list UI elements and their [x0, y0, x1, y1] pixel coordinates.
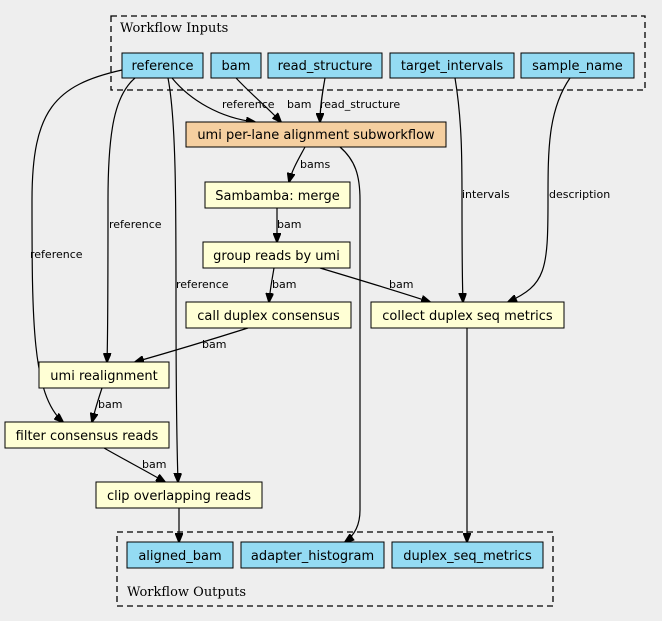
edge-group-to-call	[269, 267, 275, 302]
input-label-sample-name: sample_name	[532, 59, 623, 74]
edge-call-to-realignment	[135, 327, 249, 362]
edge-label-merge-to-group: bam	[277, 218, 301, 231]
output-node-duplex-seq-metrics[interactable]: duplex_seq_metrics	[391, 541, 544, 569]
edge-label-bam-to-subworkflow: bam	[287, 98, 311, 111]
edge-reference-to-realignment	[107, 77, 136, 362]
step-node-collect-metrics[interactable]: collect duplex seq metrics	[370, 301, 565, 329]
step-label-collect-metrics: collect duplex seq metrics	[382, 309, 553, 324]
edge-label-reference-to-clip: reference	[176, 278, 229, 291]
workflow-inputs-label: Workflow Inputs	[120, 21, 228, 36]
edge-label-description: description	[549, 188, 610, 201]
step-node-call-duplex[interactable]: call duplex consensus	[185, 301, 352, 329]
edge-read-structure-to-subworkflow	[320, 77, 326, 122]
workflow-outputs-label: Workflow Outputs	[127, 585, 246, 600]
step-node-clip-overlapping[interactable]: clip overlapping reads	[95, 481, 263, 509]
input-node-reference[interactable]: reference	[121, 52, 204, 79]
edge-label-reference-to-realignment: reference	[109, 218, 162, 231]
step-label-clip-overlapping: clip overlapping reads	[107, 489, 251, 504]
step-label-sambamba-merge: Sambamba: merge	[215, 189, 340, 204]
input-node-bam[interactable]: bam	[210, 52, 262, 79]
step-node-umi-subworkflow[interactable]: umi per-lane alignment subworkflow	[185, 121, 447, 148]
edge-label-filter-to-clip: bam	[142, 458, 166, 471]
step-label-call-duplex: call duplex consensus	[197, 309, 340, 324]
step-label-umi-realignment: umi realignment	[50, 369, 157, 384]
output-label-adapter-histogram: adapter_histogram	[251, 549, 374, 564]
output-node-aligned-bam[interactable]: aligned_bam	[126, 541, 234, 569]
edge-group-to-metrics	[319, 267, 430, 302]
edge-reference-to-clip	[167, 77, 178, 482]
edge-reference-to-subworkflow	[171, 77, 255, 122]
edge-sample-name-to-metrics	[508, 77, 571, 302]
input-node-sample-name[interactable]: sample_name	[520, 52, 635, 79]
output-label-aligned-bam: aligned_bam	[138, 549, 221, 564]
edge-label-subworkflow-to-merge: bams	[300, 158, 330, 171]
workflow-inputs-cluster	[110, 15, 646, 91]
input-node-read-structure[interactable]: read_structure	[267, 52, 383, 79]
edge-label-intervals: intervals	[462, 188, 510, 201]
input-label-read-structure: read_structure	[278, 59, 373, 74]
edge-label-reference-to-filter: reference	[30, 248, 83, 261]
edge-subworkflow-to-merge	[289, 146, 306, 182]
edge-label-realignment-to-filter: bam	[98, 398, 122, 411]
edge-intervals-to-metrics	[454, 77, 463, 302]
edge-label-group-to-metrics: bam	[389, 278, 413, 291]
edge-label-reference-to-subworkflow: reference	[222, 98, 275, 111]
edge-subworkflow-to-adapter-histogram	[339, 146, 361, 542]
step-label-filter-consensus: filter consensus reads	[16, 429, 159, 444]
edge-labels: reference bam read_structure bams bam in…	[30, 98, 610, 471]
input-label-reference: reference	[131, 59, 193, 74]
step-label-group-reads: group reads by umi	[213, 249, 340, 264]
step-node-umi-realignment[interactable]: umi realignment	[38, 361, 170, 389]
edge-realignment-to-filter	[92, 387, 103, 422]
input-label-target-intervals: target_intervals	[401, 59, 504, 74]
input-node-target-intervals[interactable]: target_intervals	[389, 52, 515, 79]
step-node-filter-consensus[interactable]: filter consensus reads	[4, 421, 170, 449]
output-label-duplex-seq-metrics: duplex_seq_metrics	[403, 549, 532, 564]
step-label-umi-subworkflow: umi per-lane alignment subworkflow	[197, 128, 435, 143]
step-node-sambamba-merge[interactable]: Sambamba: merge	[204, 181, 351, 209]
edge-filter-to-clip	[103, 447, 165, 482]
edge-label-group-to-call: bam	[272, 278, 296, 291]
step-node-group-reads[interactable]: group reads by umi	[202, 241, 351, 269]
edge-label-call-to-realignment: bam	[202, 338, 226, 351]
workflow-outputs-cluster	[116, 531, 554, 607]
input-label-bam: bam	[222, 59, 251, 74]
edge-label-read-structure-to-subworkflow: read_structure	[320, 98, 400, 111]
edge-bam-to-subworkflow	[235, 77, 281, 122]
output-node-adapter-histogram[interactable]: adapter_histogram	[240, 541, 385, 569]
